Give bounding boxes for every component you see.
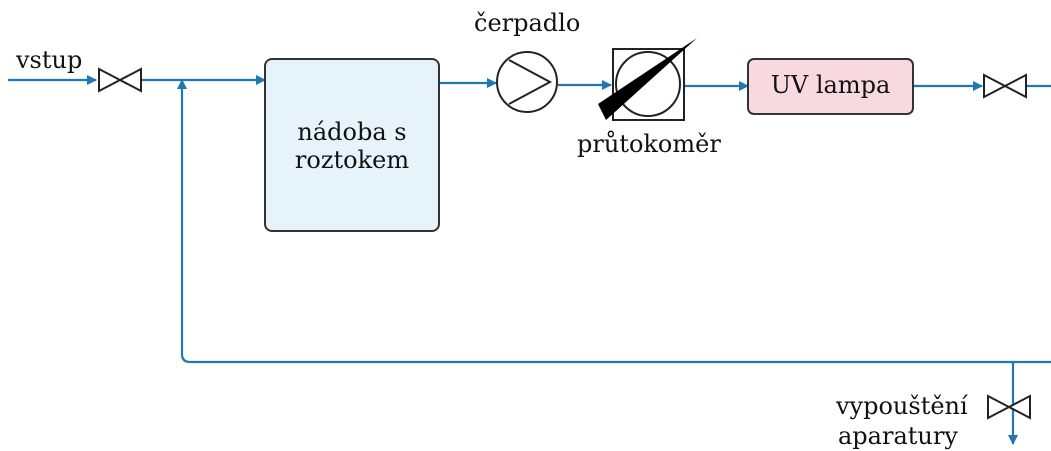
pipe-recirculation <box>177 79 1051 364</box>
vessel-label: nádoba s roztokem <box>294 118 410 174</box>
flowmeter-label: průtokoměr <box>577 130 721 158</box>
drain-valve-icon[interactable] <box>987 394 1031 420</box>
pump-icon[interactable] <box>496 51 558 113</box>
uv-lamp-label: UV lampa <box>770 71 891 99</box>
pump-label: čerpadlo <box>474 9 581 37</box>
vessel-box[interactable] <box>264 58 440 232</box>
drain-label-line1: vypouštění <box>836 392 968 420</box>
inlet-valve-icon[interactable] <box>98 67 142 93</box>
outlet-valve-icon[interactable] <box>983 73 1027 99</box>
flowmeter-icon[interactable] <box>598 38 697 121</box>
inlet-label: vstup <box>16 46 83 74</box>
drain-label-line2: aparatury <box>838 422 958 450</box>
uv-lamp-box[interactable] <box>747 58 914 115</box>
